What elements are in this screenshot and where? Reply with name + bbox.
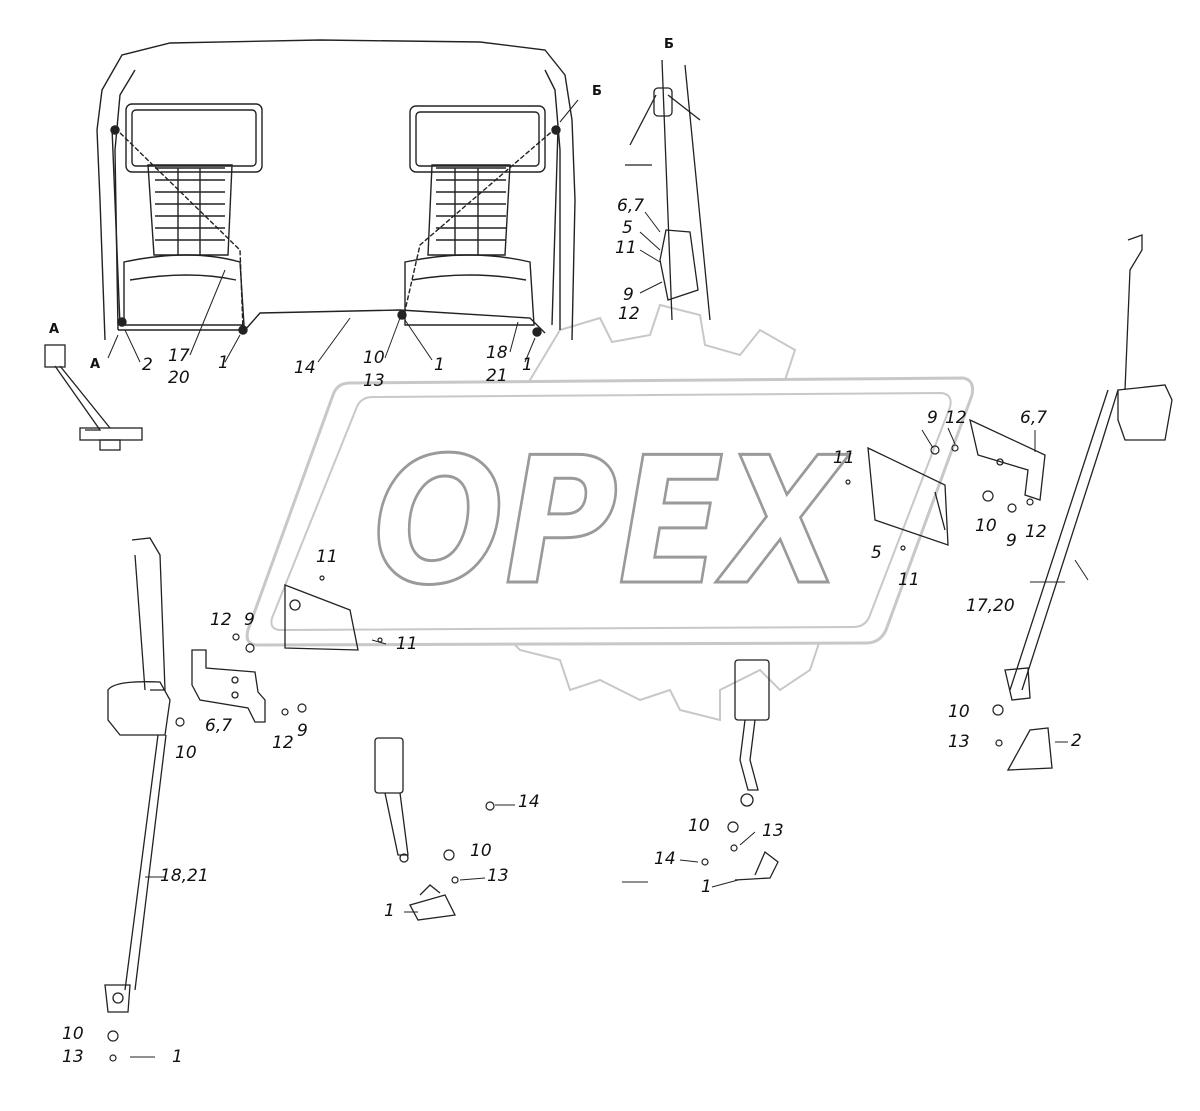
callout-14-rm: 14	[654, 849, 676, 869]
leader-lines	[107, 99, 1089, 1058]
callout-1-rm: 1	[701, 877, 712, 897]
callout-11-r2: 11	[898, 570, 920, 590]
left-cover-plate	[284, 584, 359, 651]
callout-1821: 18,21	[160, 866, 209, 886]
callout-5-r: 5	[871, 543, 882, 563]
detail-view-a	[44, 344, 143, 451]
callout-13-rr: 13	[948, 732, 970, 752]
left-belt	[114, 127, 244, 331]
right-retractor-body	[1117, 384, 1173, 441]
callout-1-m: 1	[384, 901, 395, 921]
view-b-label-cab: Б	[592, 84, 602, 99]
callout-9-b: 9	[623, 285, 634, 305]
callout-12-r: 12	[945, 408, 967, 428]
callout-13-m: 13	[487, 866, 509, 886]
right-cover	[867, 446, 949, 546]
left-retractor-belt	[104, 537, 171, 1013]
callout-2-top: 2	[142, 355, 153, 375]
callout-10-r: 10	[975, 516, 997, 536]
callout-17: 17	[168, 346, 190, 366]
callout-9-l: 9	[244, 610, 255, 630]
callout-11-m2: 11	[396, 634, 418, 654]
logo-frame-outer	[245, 376, 975, 647]
callout-14-top: 14	[294, 358, 316, 378]
callout-13-rm: 13	[762, 821, 784, 841]
callout-12-b: 12	[618, 304, 640, 324]
callout-10-rm: 10	[688, 816, 710, 836]
callout-1-bl: 1	[172, 1047, 183, 1067]
callout-11-m: 11	[316, 547, 338, 567]
callout-12-r2: 12	[1025, 522, 1047, 542]
callout-20: 20	[168, 368, 190, 388]
callout-10-rr: 10	[948, 702, 970, 722]
center-left-buckle	[374, 737, 456, 921]
callout-67-b: 6,7	[617, 196, 645, 216]
callout-21-top: 21	[486, 366, 508, 386]
callout-10-m: 10	[470, 841, 492, 861]
right-bracket-67	[969, 418, 1046, 501]
cab-overview	[96, 39, 576, 341]
callout-10-l: 10	[175, 743, 197, 763]
callout-14-m: 14	[518, 792, 540, 812]
callout-9-l2: 9	[297, 721, 308, 741]
right-retractor-belt	[1004, 234, 1173, 771]
right-seat	[404, 105, 546, 326]
callout-13-bl: 13	[62, 1047, 84, 1067]
callout-2-rr: 2	[1071, 731, 1082, 751]
callout-9-r2: 9	[1006, 531, 1017, 551]
logo-text: OPEX	[373, 421, 850, 624]
view-b-label-top: Б	[664, 37, 674, 52]
callout-a: А	[90, 357, 101, 372]
callout-11-r: 11	[833, 448, 855, 468]
left-retractor-body	[107, 681, 171, 736]
callout-10-bl: 10	[62, 1024, 84, 1044]
callout-11-b: 11	[615, 238, 637, 258]
callout-1-b: 1	[434, 355, 445, 375]
callout-1720: 17,20	[966, 596, 1015, 616]
view-a-label: А	[49, 322, 59, 337]
cab-outline	[96, 39, 576, 341]
callout-10-top: 10	[363, 348, 385, 368]
logo-frame-inner	[270, 391, 952, 632]
callout-67-l: 6,7	[205, 716, 233, 736]
callout-1-c: 1	[522, 355, 533, 375]
right-belt	[403, 127, 557, 316]
callout-5-b: 5	[622, 218, 633, 238]
left-bracket-67	[191, 649, 266, 723]
center-right-buckle	[734, 659, 779, 881]
callout-12-l: 12	[210, 610, 232, 630]
callout-67-r: 6,7	[1020, 408, 1048, 428]
fasteners	[107, 444, 1034, 1062]
left-seat	[123, 103, 263, 326]
opex-watermark-logo: OPEX	[245, 303, 975, 722]
floor-edge	[118, 309, 546, 334]
callout-9-r: 9	[927, 408, 938, 428]
callout-12-l2: 12	[272, 733, 294, 753]
callout-18-top: 18	[486, 343, 508, 363]
detail-view-b	[625, 59, 711, 321]
callout-13-top: 13	[363, 371, 385, 391]
callout-1-a: 1	[218, 353, 229, 373]
